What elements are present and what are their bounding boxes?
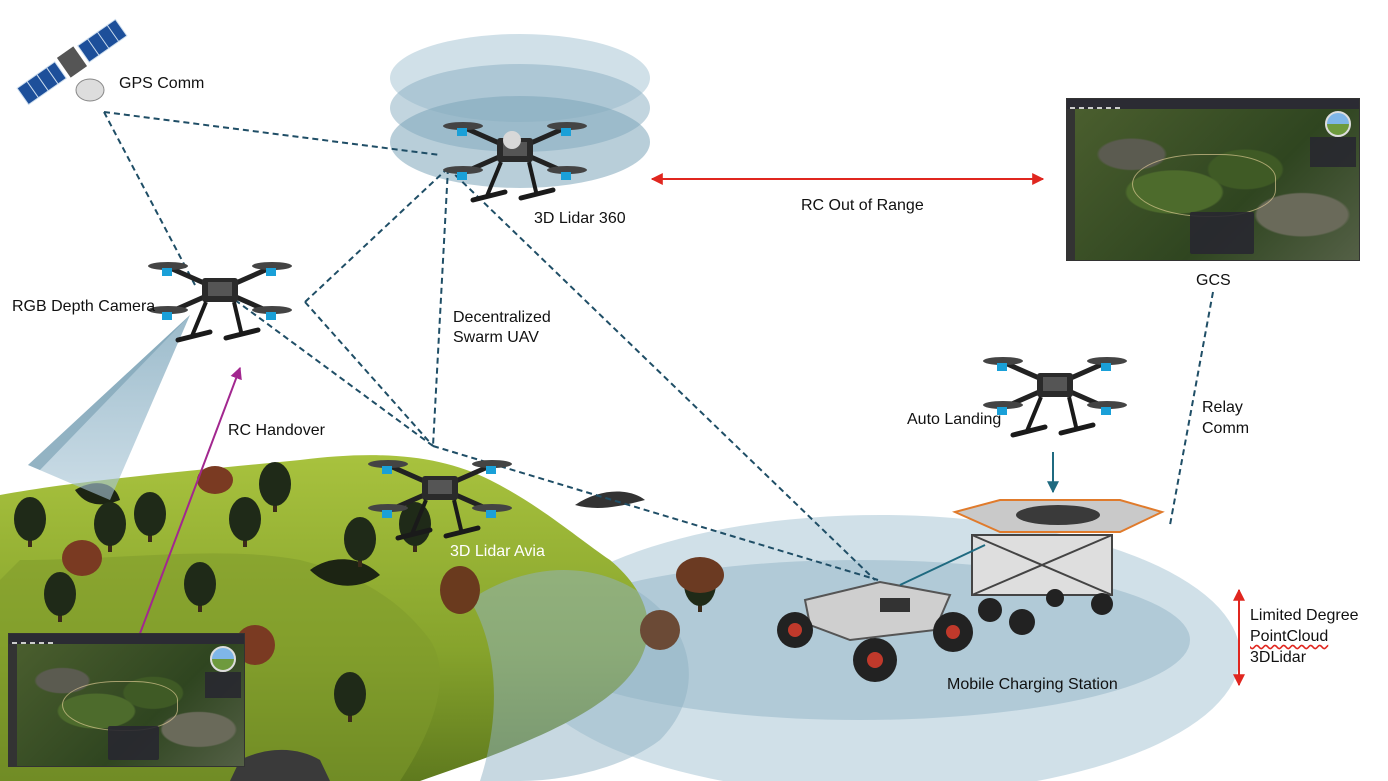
terrain-hole	[310, 559, 380, 586]
label-relay-line2: Comm	[1202, 420, 1250, 437]
camera-fov-beam	[28, 315, 190, 500]
tree-autumn	[62, 540, 102, 576]
label-lidar-avia: 3D Lidar Avia	[450, 543, 545, 560]
start-mission-dialog	[1189, 212, 1254, 254]
label-lidar-360: 3D Lidar 360	[534, 210, 626, 227]
link-gps-lidar360	[103, 111, 441, 156]
label-mobile-charging-station: Mobile Charging Station	[947, 676, 1118, 693]
link-lidar360-down	[432, 167, 449, 447]
label-gcs: GCS	[1196, 272, 1231, 289]
satellite-dish	[75, 78, 105, 102]
rc-handover-arrow	[128, 366, 242, 662]
label-relay-line1: Relay	[1202, 399, 1243, 416]
terrain-rock	[230, 749, 330, 781]
gcs-toolbar	[1067, 99, 1359, 112]
label-auto-landing: Auto Landing	[907, 411, 1002, 428]
attitude-gauge-icon	[1325, 111, 1351, 137]
label-swarm-line2: Swarm UAV	[453, 329, 539, 346]
tree-autumn	[235, 625, 275, 665]
handover-toolbar	[9, 634, 244, 647]
tree-autumn	[676, 557, 724, 593]
label-gps-comm: GPS Comm	[119, 75, 205, 92]
label-rc-out-of-range: RC Out of Range	[801, 197, 924, 214]
telemetry-panel	[205, 672, 241, 698]
gcs-sidebar	[1067, 109, 1075, 260]
label-limited-line3: 3DLidar	[1250, 649, 1307, 666]
telemetry-panel	[1310, 137, 1356, 167]
link-gps-rgbcamera	[103, 111, 196, 286]
label-rgb-depth-camera: RGB Depth Camera	[12, 298, 156, 315]
satellite-icon	[16, 18, 128, 106]
link-left-avia	[304, 301, 434, 447]
ground-rover-icon	[777, 544, 986, 682]
label-limited-line2: PointCloud	[1250, 628, 1329, 645]
attitude-gauge-icon	[210, 646, 236, 672]
drone-rgb-camera	[148, 262, 292, 340]
tree-autumn	[440, 566, 480, 614]
link-lidar360-rover	[447, 167, 876, 581]
terrain-shadow	[470, 570, 689, 781]
lidar360-sensor	[503, 131, 521, 149]
start-mission-dialog	[107, 725, 160, 760]
gcs-map-screen	[1066, 98, 1360, 261]
handover-sidebar	[9, 644, 17, 766]
camera-fov-beam-edge	[28, 315, 190, 470]
link-avia-rover	[432, 445, 879, 581]
handover-map-screen	[8, 633, 245, 767]
dashed-links	[103, 111, 1214, 581]
mission-path	[1131, 154, 1276, 217]
link-lidar360-left	[304, 167, 449, 303]
tree-autumn	[640, 610, 680, 650]
link-rgbcamera-avia	[234, 299, 434, 447]
label-swarm-line1: Decentralized	[453, 309, 551, 326]
mission-path	[62, 680, 178, 732]
label-limited-line1: Limited Degree	[1250, 607, 1359, 624]
label-rc-handover: RC Handover	[228, 422, 325, 439]
drone-auto-landing	[983, 357, 1127, 435]
charging-station-icon	[952, 499, 1165, 635]
